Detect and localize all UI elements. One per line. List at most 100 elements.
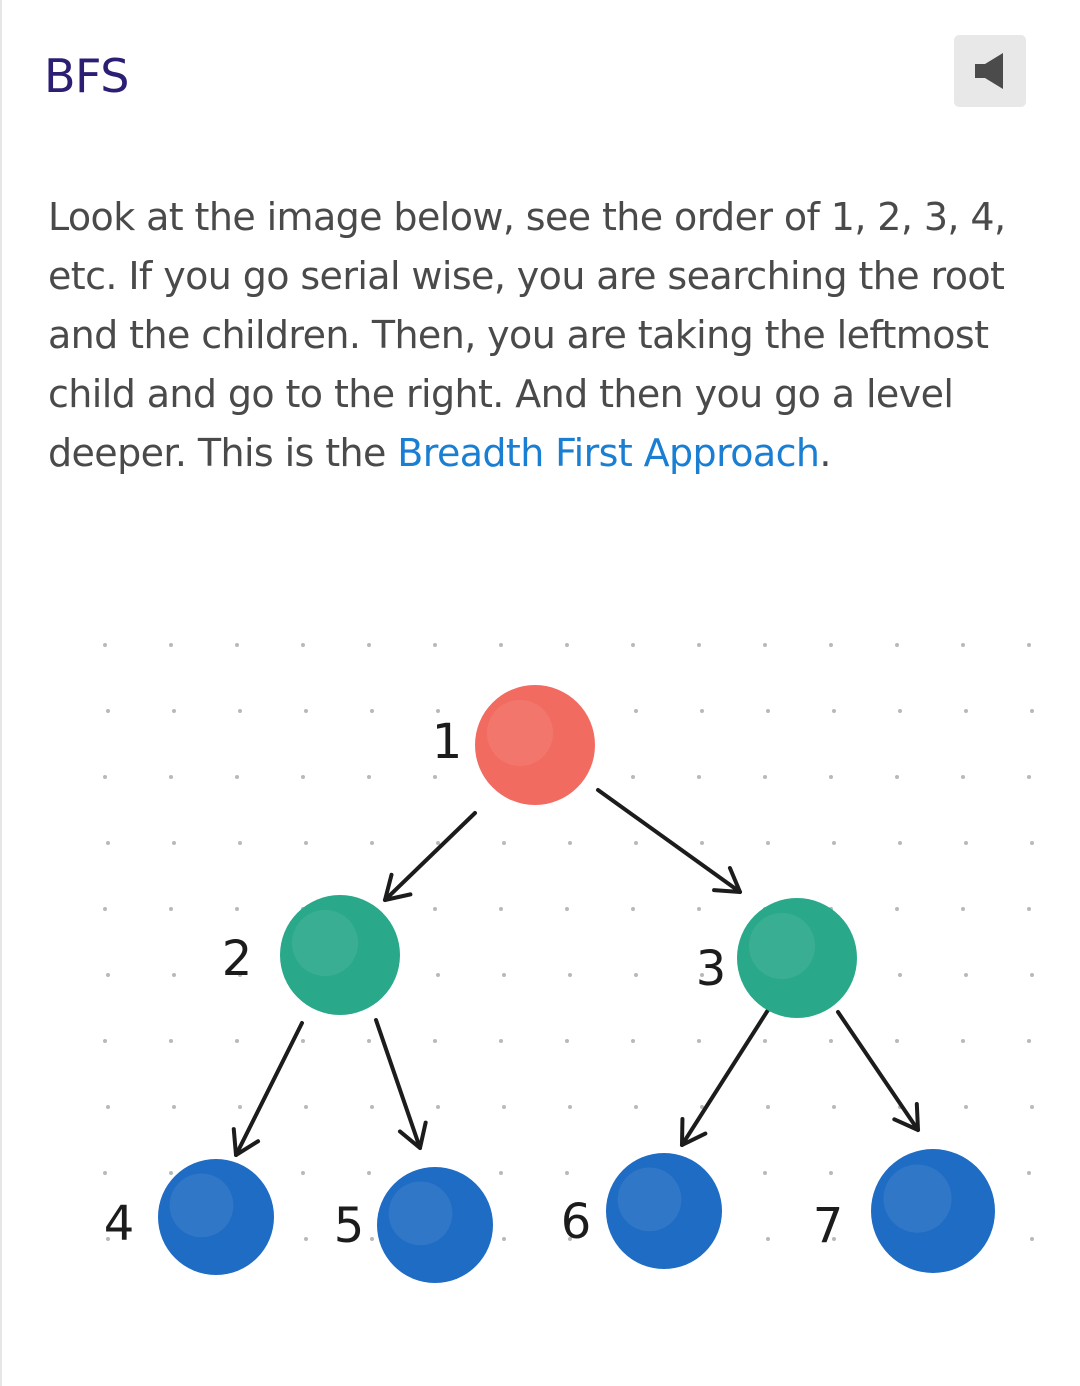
tree-edge-arrow (383, 811, 477, 902)
grid-dot (301, 775, 305, 779)
grid-dot (169, 1039, 173, 1043)
grid-dot (829, 643, 833, 647)
grid-dot (370, 841, 374, 845)
grid-dot (832, 1105, 836, 1109)
tree-node-7 (871, 1149, 995, 1273)
grid-dot (964, 973, 968, 977)
card-border (0, 0, 2, 1386)
grid-dot (631, 643, 635, 647)
grid-dot (568, 841, 572, 845)
grid-dot (631, 775, 635, 779)
grid-dot (766, 841, 770, 845)
tree-node-1 (475, 685, 595, 805)
grid-dot (697, 1039, 701, 1043)
arrowhead (397, 1120, 428, 1150)
grid-dot (367, 1171, 371, 1175)
arrowhead (231, 1127, 261, 1157)
grid-dot (697, 907, 701, 911)
grid-dot (565, 907, 569, 911)
grid-dot (895, 1039, 899, 1043)
grid-dot (964, 709, 968, 713)
grid-dot (436, 841, 440, 845)
grid-dot (301, 1039, 305, 1043)
grid-dot (499, 643, 503, 647)
arrowhead (680, 1117, 708, 1147)
grid-dot (106, 1237, 110, 1241)
tree-node-shading (883, 1164, 952, 1233)
grid-dot (106, 841, 110, 845)
breadth-first-approach-link[interactable]: Breadth First Approach (397, 431, 820, 475)
tree-edge-arrow (680, 1008, 770, 1147)
grid-dot (895, 907, 899, 911)
grid-dot (172, 709, 176, 713)
tree-node-3 (737, 898, 857, 1018)
grid-dot (1030, 973, 1034, 977)
tree-node-shading (749, 913, 815, 979)
grid-dot (301, 1171, 305, 1175)
grid-dot (367, 1039, 371, 1043)
grid-dot (1030, 1237, 1034, 1241)
arrowhead (383, 872, 413, 902)
body-paragraph: Look at the image below, see the order o… (48, 188, 1038, 483)
grid-dot (766, 709, 770, 713)
grid-dot (961, 907, 965, 911)
grid-dot (631, 907, 635, 911)
grid-dot (502, 1237, 506, 1241)
grid-dot (370, 1237, 374, 1241)
grid-dot (961, 775, 965, 779)
tree-nodes (158, 685, 995, 1283)
tree-node-label: 3 (696, 941, 727, 997)
tree-edge-arrow (234, 1021, 304, 1157)
tree-node-label: 2 (222, 931, 253, 987)
grid-dot (499, 1171, 503, 1175)
grid-dot (697, 775, 701, 779)
tree-node-label: 7 (813, 1198, 844, 1254)
grid-dot (238, 709, 242, 713)
grid-dot (499, 907, 503, 911)
tree-node-label: 6 (561, 1194, 592, 1250)
grid-dot (502, 841, 506, 845)
grid-dot (763, 1171, 767, 1175)
grid-dot (304, 709, 308, 713)
grid-dot (1027, 775, 1031, 779)
grid-dot (106, 709, 110, 713)
tree-node-2 (280, 895, 400, 1015)
grid-dot (499, 1039, 503, 1043)
grid-dot (1027, 643, 1031, 647)
grid-dot (565, 643, 569, 647)
grid-dot (169, 1171, 173, 1175)
tree-node-label: 1 (432, 714, 463, 770)
grid-dot (829, 1039, 833, 1043)
grid-dot (1030, 709, 1034, 713)
grid-dot (763, 775, 767, 779)
speaker-button[interactable] (954, 35, 1026, 107)
grid-dot (565, 1171, 569, 1175)
grid-dot (169, 907, 173, 911)
grid-dot (235, 643, 239, 647)
grid-dot (106, 973, 110, 977)
tree-node-5 (377, 1167, 493, 1283)
grid-dot (1027, 907, 1031, 911)
grid-dot (235, 775, 239, 779)
grid-dot (433, 907, 437, 911)
grid-dot (235, 907, 239, 911)
grid-dot (169, 643, 173, 647)
body-text-end: . (819, 431, 831, 475)
tree-node-label: 5 (334, 1198, 365, 1254)
grid-dot (700, 973, 704, 977)
tree-node-shading (169, 1173, 234, 1238)
grid-dot (103, 1171, 107, 1175)
grid-dot (172, 973, 176, 977)
grid-dot (961, 1039, 965, 1043)
card-title: BFS (44, 49, 129, 103)
grid-dot (565, 1039, 569, 1043)
grid-dot (568, 973, 572, 977)
grid-dot (238, 1105, 242, 1109)
grid-dot (436, 973, 440, 977)
grid-dot (898, 841, 902, 845)
tree-node-6 (606, 1153, 722, 1269)
grid-dot (235, 1039, 239, 1043)
